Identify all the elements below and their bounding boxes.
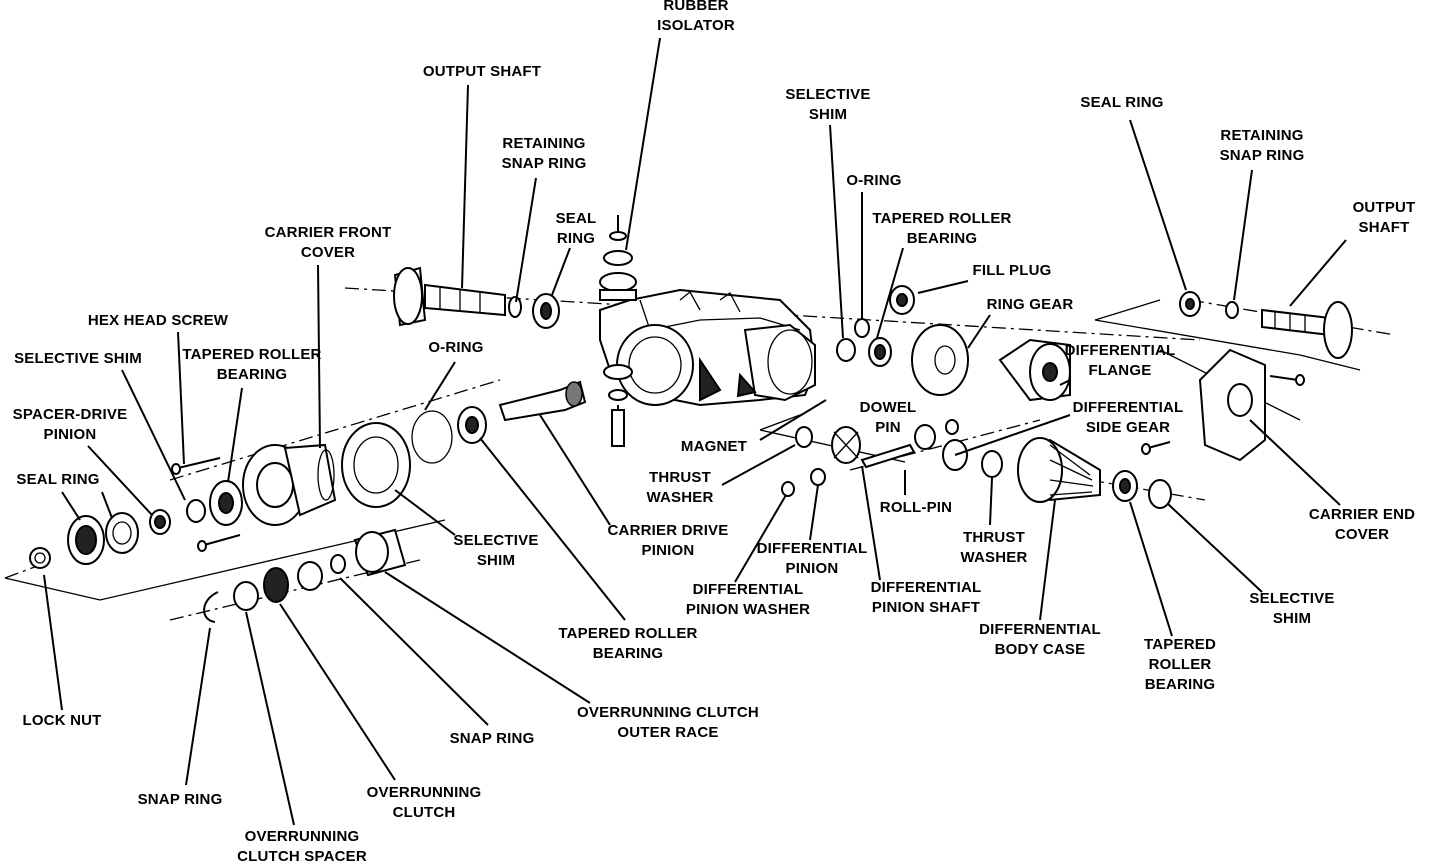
differential-parts (781, 419, 1172, 509)
carrier-front-cover-part (242, 443, 337, 526)
label-seal-ring-left: SEAL RING (16, 471, 100, 488)
carrier-housing (599, 288, 817, 407)
clutch-assembly-parts (203, 528, 407, 623)
pinion-assembly-parts (29, 457, 243, 569)
label-o-ring-left: O-RING (428, 339, 484, 356)
label-snap-ring-mid: SNAP RING (449, 730, 535, 747)
label-roll-pin: ROLL-PIN (879, 499, 953, 516)
label-magnet: MAGNET (680, 438, 748, 455)
label-ring-gear: RING GEAR (986, 296, 1074, 313)
output-shaft-right-part (1179, 291, 1353, 359)
rubber-isolator-parts (599, 215, 637, 447)
right-carrier-parts (836, 285, 1071, 402)
carrier-end-cover-part (1198, 348, 1305, 462)
output-shaft-left-part (393, 266, 560, 329)
label-o-ring-right: O-RING (846, 172, 902, 189)
label-hex-head-screw: HEX HEAD SCREW (87, 312, 229, 329)
label-seal-ring-right: SEAL RING (1080, 94, 1164, 111)
label-snap-ring-low: SNAP RING (137, 791, 223, 808)
leader-lines (43, 37, 1347, 826)
middle-parts (341, 380, 587, 508)
label-selective-shim-left: SELECTIVE SHIM (14, 350, 142, 367)
label-lock-nut: LOCK NUT (22, 712, 102, 729)
label-output-shaft-left: OUTPUT SHAFT (422, 63, 542, 80)
label-fill-plug: FILL PLUG (972, 262, 1052, 279)
